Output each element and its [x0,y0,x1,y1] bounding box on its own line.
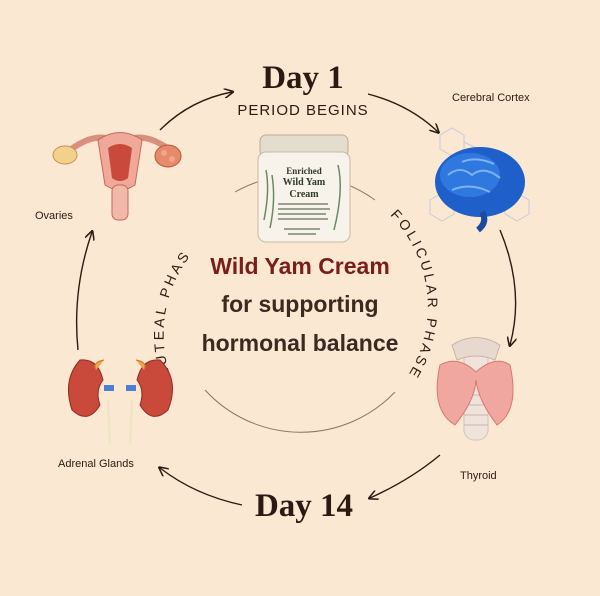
ovaries-label: Ovaries [35,210,73,222]
jar-label-line2: Wild Yam [282,177,326,188]
kidneys-illustration [67,359,173,446]
arrow-ovaries-to-day1 [159,92,232,131]
center-title: Wild Yam Cream [210,253,390,279]
period-begins-label: PERIOD BEGINS [237,102,369,119]
day-1-label: Day 1 [262,60,344,96]
jar-label-line3: Cream [289,189,319,200]
thyroid-illustration [436,337,514,441]
jar-label-line1: Enriched [286,166,322,176]
arrow-adrenal-to-ovaries [75,232,92,351]
phase-left-label: LUTEAL PHASE [0,0,194,379]
arrow-cortex-to-thyroid [499,229,516,345]
inner-arc-bottom [204,389,396,433]
day-14-label: Day 14 [254,488,354,524]
arrow-thyroid-to-day14 [370,454,441,498]
adrenal-glands-label: Adrenal Glands [58,458,134,470]
cream-jar [257,134,351,243]
arrow-day14-to-adrenal [160,468,243,506]
arrow-day1-to-cortex [367,93,438,132]
thyroid-label: Thyroid [460,470,497,482]
brain-illustration [429,127,530,233]
uterus-ovaries-illustration [52,132,182,221]
cerebral-cortex-label: Cerebral Cortex [452,92,530,104]
center-subtitle-1: for supporting [221,291,379,317]
center-subtitle-2: hormonal balance [201,330,399,356]
